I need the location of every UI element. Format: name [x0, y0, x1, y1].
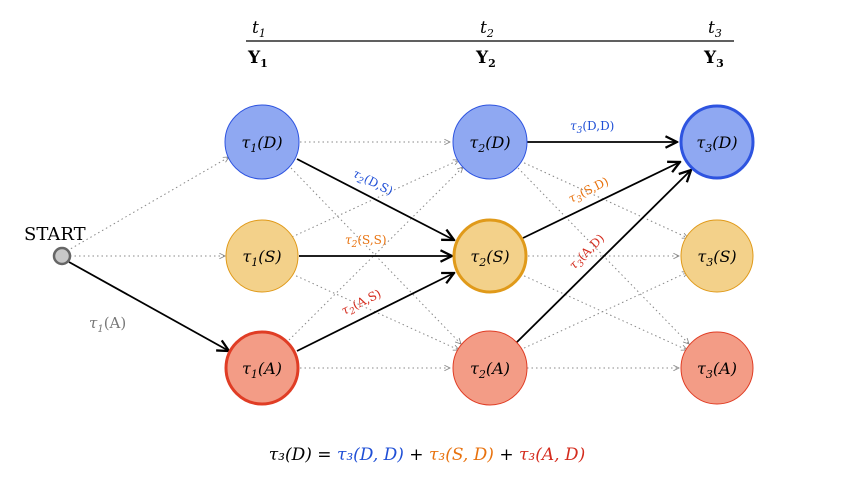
time-label-1: t1 — [252, 18, 266, 40]
solid-edge-a2-d3 — [515, 170, 691, 344]
node-t2-a: τ2(A) — [452, 330, 528, 406]
node-t1-d: τ1(D) — [224, 104, 300, 180]
solid-edge-a1-s2 — [296, 273, 454, 352]
time-step-1: t1 Y1 — [247, 18, 268, 70]
node-t2-d: τ2(D) — [452, 104, 528, 180]
node-t3-d: τ3(D) — [679, 104, 755, 180]
start-node — [52, 246, 72, 266]
time-step-2: t2 Y2 — [475, 18, 496, 70]
solid-edge-d1-s2 — [296, 158, 454, 240]
svg-text:τ2(D): τ2(D) — [469, 133, 510, 155]
edge-label-s-s: τ2(S,S) — [345, 233, 387, 250]
start-label: START — [24, 224, 86, 245]
output-label-1: Y1 — [247, 48, 268, 70]
solid-edges — [68, 142, 691, 352]
edge-label-d-s: τ2(D,S) — [349, 166, 395, 201]
node-t1-a: τ1(A) — [224, 330, 300, 406]
equation-plus-1: + — [403, 445, 429, 465]
equation-term-a: τ₃(A, D) — [519, 445, 586, 465]
svg-text:τ1(S): τ1(S) — [242, 247, 281, 269]
svg-text:τ2(A): τ2(A) — [470, 359, 510, 381]
node-t3-s: τ3(S) — [680, 219, 754, 293]
svg-text:τ1(A): τ1(A) — [242, 359, 282, 381]
svg-text:τ3(A): τ3(A) — [697, 359, 737, 381]
dotted-edge-s1-d2 — [291, 160, 459, 238]
node-t2-s: τ2(S) — [452, 218, 528, 294]
time-label-2: t2 — [480, 18, 494, 40]
output-label-2: Y2 — [475, 48, 496, 70]
equation-lhs: τ₃(D) = — [268, 445, 337, 465]
dotted-edge-d2-s3 — [519, 160, 688, 238]
solid-edge-start-a1 — [68, 261, 229, 351]
solid-edge-s2-d3 — [522, 162, 680, 239]
equation-term-s: τ₃(S, D) — [428, 445, 494, 465]
equation-plus-2: + — [493, 445, 519, 465]
recurrence-equation: τ₃(D) = τ₃(D, D) + τ₃(S, D) + τ₃(A, D) — [0, 445, 854, 465]
dotted-edge-a2-s3 — [519, 272, 688, 351]
node-t3-a: τ3(A) — [680, 331, 754, 405]
svg-text:τ2(S): τ2(S) — [470, 247, 509, 269]
edge-label-d-d: τ3(D,D) — [570, 119, 614, 136]
node-t1-s: τ1(S) — [225, 219, 299, 293]
equation-term-d: τ₃(D, D) — [336, 445, 404, 465]
svg-text:τ1(D): τ1(D) — [241, 133, 282, 155]
edge-label-s-d: τ3(S,D) — [566, 174, 612, 208]
start-edge-label: τ1(A) — [89, 314, 126, 335]
svg-text:τ3(D): τ3(D) — [696, 133, 737, 155]
dotted-edge-a1-d2 — [288, 167, 463, 341]
edge-label-a-s: τ2(A,S) — [339, 287, 385, 321]
edge-label-a-d: τ3(A,D) — [566, 231, 609, 274]
svg-text:τ3(S): τ3(S) — [697, 247, 736, 269]
time-label-3: t3 — [708, 18, 722, 40]
time-step-3: t3 Y3 — [703, 18, 724, 70]
output-label-3: Y3 — [703, 48, 724, 70]
dotted-edge-start-d1 — [66, 157, 229, 252]
